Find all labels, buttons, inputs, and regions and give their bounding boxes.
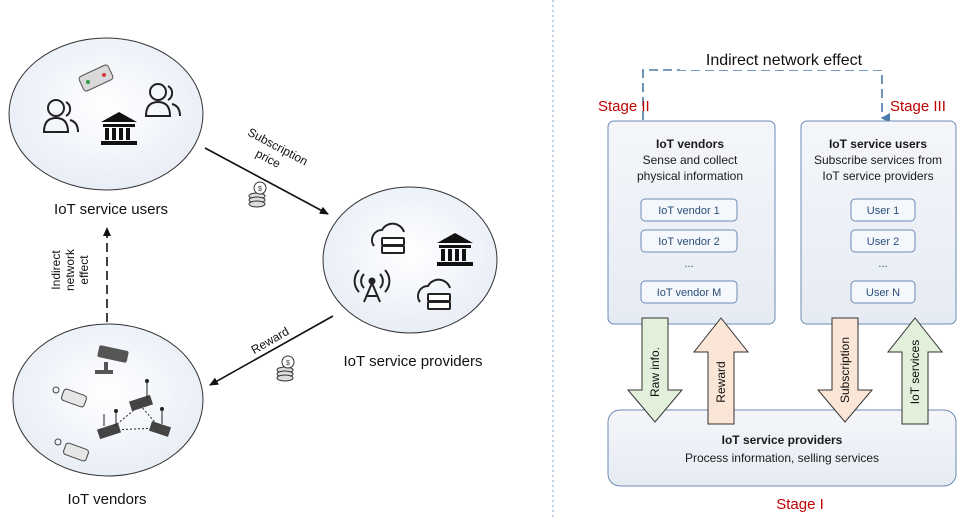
user-item: User N	[866, 287, 900, 299]
user-ellipsis: ...	[878, 258, 887, 270]
iot-services-arrow	[886, 317, 944, 425]
vendor-ellipsis: ...	[684, 258, 693, 270]
security-camera-icon	[95, 345, 129, 374]
vendor-item-box	[640, 280, 738, 304]
vendors-box-title: IoT vendors	[656, 137, 724, 151]
reward-up-arrow	[692, 317, 750, 425]
vendors-circle	[12, 323, 204, 477]
vendors-circle-label: IoT vendors	[68, 491, 147, 508]
vendors-box	[607, 120, 776, 325]
subscription-down-label: Subscription	[838, 337, 852, 403]
vendor-item: IoT vendor 2	[658, 236, 720, 248]
cloud-server-icon-2	[417, 278, 451, 310]
user-item: User 1	[867, 205, 899, 217]
users-box	[800, 120, 957, 325]
users-circle-label: IoT service users	[54, 201, 168, 218]
providers-box-title: IoT service providers	[722, 433, 843, 447]
vendor-item: IoT vendor 1	[658, 205, 720, 217]
raw-info-arrow	[626, 317, 684, 423]
subscription-label-group: Subscription price	[245, 125, 310, 171]
people-icon-2	[144, 83, 181, 117]
user-item: User 2	[867, 236, 899, 248]
users-box-line2: IoT service providers	[822, 169, 933, 183]
indirect-label-3: effect	[77, 255, 91, 285]
providers-box	[607, 409, 957, 487]
user-item-box	[850, 198, 916, 222]
indirect-effect-label-group: Indirect network effect	[49, 248, 91, 291]
vendor-item-box	[640, 229, 738, 253]
people-icon	[42, 99, 79, 133]
bank-icon	[101, 112, 137, 145]
vendors-box-line2: physical information	[637, 169, 743, 183]
subscription-down-arrow	[816, 317, 874, 423]
providers-circle	[322, 186, 498, 334]
user-item-box	[850, 280, 916, 304]
svg-text:$: $	[258, 186, 262, 193]
subscription-arrow	[204, 147, 329, 215]
stage-2-label: Stage II	[598, 98, 650, 115]
vendors-box-line1: Sense and collect	[643, 153, 738, 167]
reward-up-label: Reward	[714, 361, 728, 402]
cloud-server-icon	[371, 222, 405, 254]
indirect-effect-connector	[642, 69, 890, 123]
left-panel: IoT service users IoT serv	[8, 37, 498, 508]
indirect-label-2: network	[63, 248, 77, 291]
right-panel: Indirect network effect Stage II Stage I…	[598, 48, 957, 513]
rfid-tag-icon	[52, 386, 87, 408]
iot-services-label: IoT services	[908, 340, 922, 404]
providers-box-desc: Process information, selling services	[685, 451, 879, 465]
antenna-tower-icon	[353, 269, 391, 303]
svg-text:$: $	[286, 360, 290, 367]
coins-icon: $	[248, 181, 267, 208]
vendor-item: IoT vendor M	[657, 287, 722, 299]
raw-info-label: Raw info.	[648, 347, 662, 397]
stage-3-label: Stage III	[890, 98, 946, 115]
bank-icon-providers	[437, 233, 473, 266]
user-item-box	[850, 229, 916, 253]
sensor-network-icon	[96, 379, 172, 440]
vendor-item-box	[640, 198, 738, 222]
users-box-title: IoT service users	[829, 137, 927, 151]
reward-arrow	[209, 315, 334, 386]
users-circle	[8, 37, 204, 191]
smartphone-icon	[78, 64, 114, 92]
stage-1-label: Stage I	[776, 496, 824, 513]
indirect-label-1: Indirect	[49, 250, 63, 290]
rfid-tag-icon-2	[54, 438, 89, 462]
indirect-effect-title: Indirect network effect	[706, 52, 863, 69]
coins-icon-2: $	[276, 355, 295, 382]
indirect-label-bg	[680, 48, 886, 70]
users-box-line1: Subscribe services from	[814, 153, 942, 167]
providers-circle-label: IoT service providers	[344, 353, 483, 370]
